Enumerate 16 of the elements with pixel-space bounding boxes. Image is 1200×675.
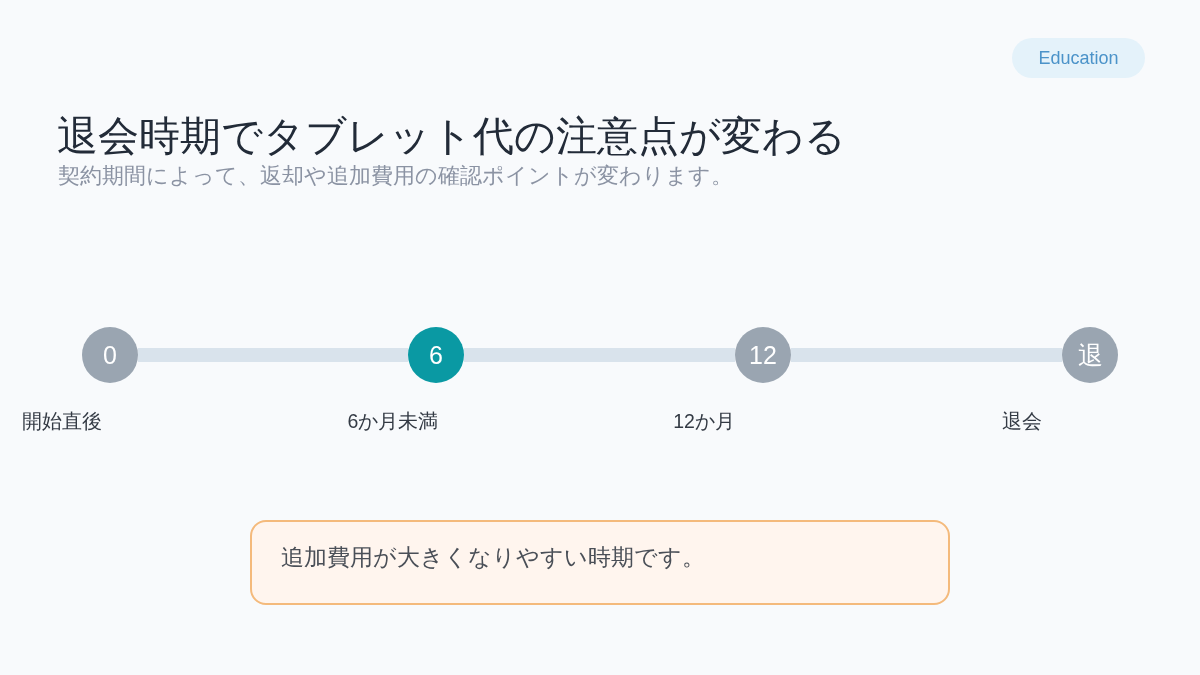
note-text: 追加費用が大きくなりやすい時期です。 bbox=[281, 543, 705, 572]
category-tag: Education bbox=[1012, 38, 1145, 78]
note-box bbox=[250, 520, 950, 605]
step-label: 開始直後 bbox=[22, 409, 102, 433]
timeline-connector bbox=[138, 348, 408, 362]
title: 退会時期でタブレット代の注意点が変わる bbox=[57, 111, 846, 162]
timeline-connector bbox=[464, 348, 735, 362]
step-label: 6か月未満 bbox=[347, 409, 439, 433]
step-number: 12 bbox=[749, 342, 777, 368]
step-number: 6 bbox=[429, 342, 443, 368]
step-number: 0 bbox=[103, 342, 117, 368]
timeline-connector bbox=[791, 348, 1062, 362]
subtitle: 契約期間によって、返却や追加費用の確認ポイントが変わります。 bbox=[58, 162, 733, 190]
step-number: 退 bbox=[1077, 342, 1103, 368]
step-label: 退会 bbox=[1002, 409, 1042, 433]
step-label: 12か月 bbox=[673, 409, 735, 433]
